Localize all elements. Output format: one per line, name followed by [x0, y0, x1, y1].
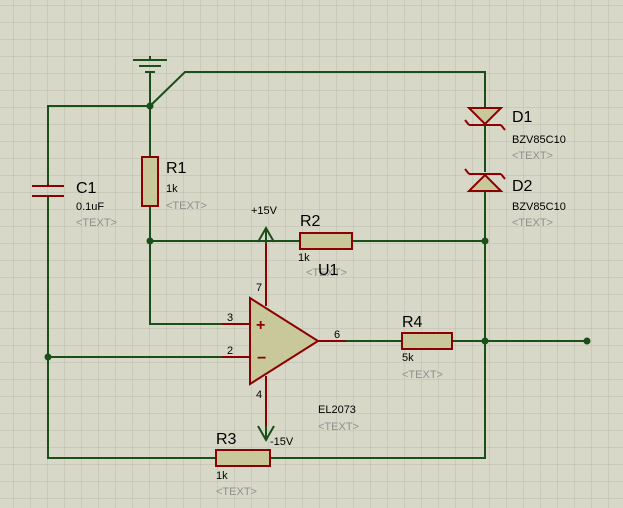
junction-dot — [44, 353, 52, 361]
resistor-r4[interactable]: R4 5k <TEXT> — [401, 314, 453, 381]
pin-3-label: 3 — [227, 312, 233, 324]
junction-dot — [481, 337, 489, 345]
resistor-r1[interactable]: R1 1k <TEXT> — [141, 156, 207, 212]
wire-left-rail — [47, 198, 216, 459]
ground-symbol[interactable] — [133, 56, 167, 73]
d1-ref-label: D1 — [512, 109, 533, 126]
power-positive-label: +15V — [251, 205, 278, 217]
c1-text-label: <TEXT> — [76, 217, 117, 229]
pin-2-label: 2 — [227, 345, 233, 357]
u1-ref-label: U1 — [318, 262, 339, 279]
zener-diode-d1[interactable]: D1 BZV85C10 <TEXT> — [464, 107, 566, 162]
pin-4-label: 4 — [256, 389, 262, 401]
r3-value-label: 1k — [216, 470, 228, 482]
d2-value-label: BZV85C10 — [512, 201, 566, 213]
r4-value-label: 5k — [402, 352, 414, 364]
d2-ref-label: D2 — [512, 178, 533, 195]
r1-text-label: <TEXT> — [166, 200, 207, 212]
wire-c1-top — [47, 105, 150, 184]
junctions — [44, 102, 591, 361]
r3-text-label: <TEXT> — [216, 486, 257, 498]
minus-sign: − — [257, 350, 266, 367]
r3-ref-label: R3 — [216, 431, 237, 448]
r1-value-label: 1k — [166, 183, 178, 195]
r4-text-label: <TEXT> — [402, 369, 443, 381]
pin-7-label: 7 — [256, 282, 262, 294]
wire-r1-to-plus — [149, 206, 250, 325]
wire-right-rail — [270, 192, 486, 459]
r2-ref-label: R2 — [300, 213, 321, 230]
resistor-r2[interactable]: R2 1k <TEXT> — [298, 213, 353, 279]
u1-text-label: <TEXT> — [318, 421, 359, 433]
zener-diode-d2[interactable]: D2 BZV85C10 <TEXT> — [464, 168, 566, 229]
output-terminal[interactable] — [583, 337, 591, 345]
plus-sign: + — [256, 317, 265, 334]
r4-ref-label: R4 — [402, 314, 423, 331]
r1-ref-label: R1 — [166, 160, 187, 177]
opamp-u1[interactable]: + − 3 2 6 7 4 U1 EL2073 <TEXT> — [222, 244, 359, 433]
c1-ref-label: C1 — [76, 180, 97, 197]
d1-text-label: <TEXT> — [512, 150, 553, 162]
r2-value-label: 1k — [298, 252, 310, 264]
c1-value-label: 0.1uF — [76, 201, 104, 213]
d2-text-label: <TEXT> — [512, 217, 553, 229]
power-negative-label: -15V — [270, 436, 294, 448]
resistor-r3[interactable]: R3 1k <TEXT> — [215, 431, 271, 498]
junction-dot — [146, 237, 154, 245]
power-positive[interactable]: +15V — [251, 205, 278, 244]
power-negative[interactable]: -15V — [257, 425, 294, 448]
wire-switch-top — [149, 71, 486, 108]
junction-dot — [481, 237, 489, 245]
junction-dot — [146, 102, 154, 110]
r2-text-label: <TEXT> — [306, 267, 347, 279]
pin-6-label: 6 — [334, 329, 340, 341]
d1-value-label: BZV85C10 — [512, 134, 566, 146]
capacitor-c1[interactable]: C1 0.1uF <TEXT> — [32, 180, 117, 229]
u1-value-label: EL2073 — [318, 404, 356, 416]
